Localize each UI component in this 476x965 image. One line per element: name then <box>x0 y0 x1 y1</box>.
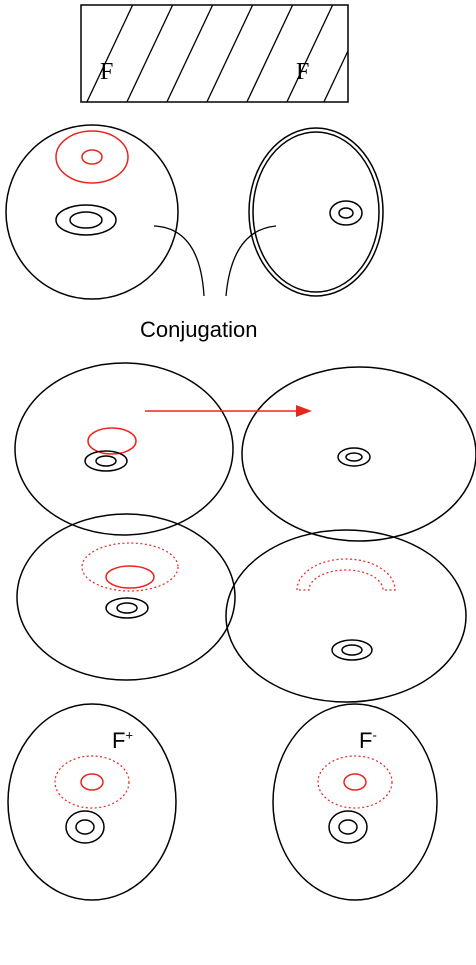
chromosome-inner <box>341 644 363 656</box>
f-plasmid-outer <box>317 755 393 809</box>
chromosome-outer <box>328 810 368 844</box>
chromosome-inner <box>116 602 138 614</box>
hatched-box <box>80 4 349 103</box>
chromosome-inner <box>69 211 103 229</box>
cell-recipient-transfer <box>241 366 476 542</box>
f-minus-base: F <box>359 728 373 753</box>
cell-f-plus-initial <box>5 124 179 300</box>
chromosome-inner <box>95 455 117 467</box>
f-plus-base: F <box>112 728 126 753</box>
f-plasmid-outer <box>55 130 129 184</box>
f-plasmid-outer <box>54 755 130 809</box>
cell-wall <box>5 124 179 300</box>
f-label-left: F <box>100 59 114 85</box>
f-plasmid <box>105 565 155 589</box>
cell-wall-outer <box>248 127 384 297</box>
cell-wall <box>14 362 234 536</box>
transfer-arrow-head <box>296 405 312 417</box>
f-minus-label: F- <box>359 727 377 753</box>
cell-f-minus-initial <box>248 127 384 297</box>
transfer-arrow <box>145 405 312 417</box>
chromosome-outer <box>84 450 128 472</box>
cell-final-left <box>7 703 177 901</box>
cell-wall <box>225 529 467 703</box>
chromosome-outer <box>337 447 371 467</box>
f-plus-superscript: + <box>125 727 134 743</box>
chromosome-inner <box>338 819 358 835</box>
pilus-right <box>225 225 277 297</box>
chromosome-inner <box>338 207 354 219</box>
cell-recipient-replication <box>225 529 467 703</box>
cell-wall-inner <box>252 131 380 293</box>
f-plus-label: F+ <box>112 727 134 753</box>
f-label-right: F <box>296 59 310 85</box>
chromosome-outer <box>105 597 149 619</box>
chromosome-inner <box>75 819 95 835</box>
f-plasmid <box>87 427 137 455</box>
cell-wall <box>16 513 236 681</box>
cell-wall <box>7 703 177 901</box>
cell-wall <box>241 366 476 542</box>
f-plasmid-inner <box>81 149 103 165</box>
cell-final-right <box>272 703 438 901</box>
hatch-lines <box>86 5 348 102</box>
chromosome-outer <box>331 639 373 661</box>
f-plasmid-inner <box>343 773 367 791</box>
f-plasmid-inner <box>80 773 104 791</box>
hatched-box-outline <box>80 4 349 103</box>
cell-donor-replication <box>16 513 236 681</box>
chromosome-outer <box>329 200 363 226</box>
f-minus-superscript: - <box>372 727 377 743</box>
cell-donor-transfer <box>14 362 234 536</box>
chromosome-outer <box>55 204 117 236</box>
cell-wall <box>272 703 438 901</box>
f-plasmid-new-strand <box>81 542 179 592</box>
f-plasmid-partial <box>296 558 396 591</box>
chromosome-inner <box>345 452 363 462</box>
conjugation-pilus <box>153 225 277 297</box>
pilus-left <box>153 225 205 297</box>
chromosome-outer <box>65 810 105 844</box>
conjugation-label: Conjugation <box>140 317 258 342</box>
